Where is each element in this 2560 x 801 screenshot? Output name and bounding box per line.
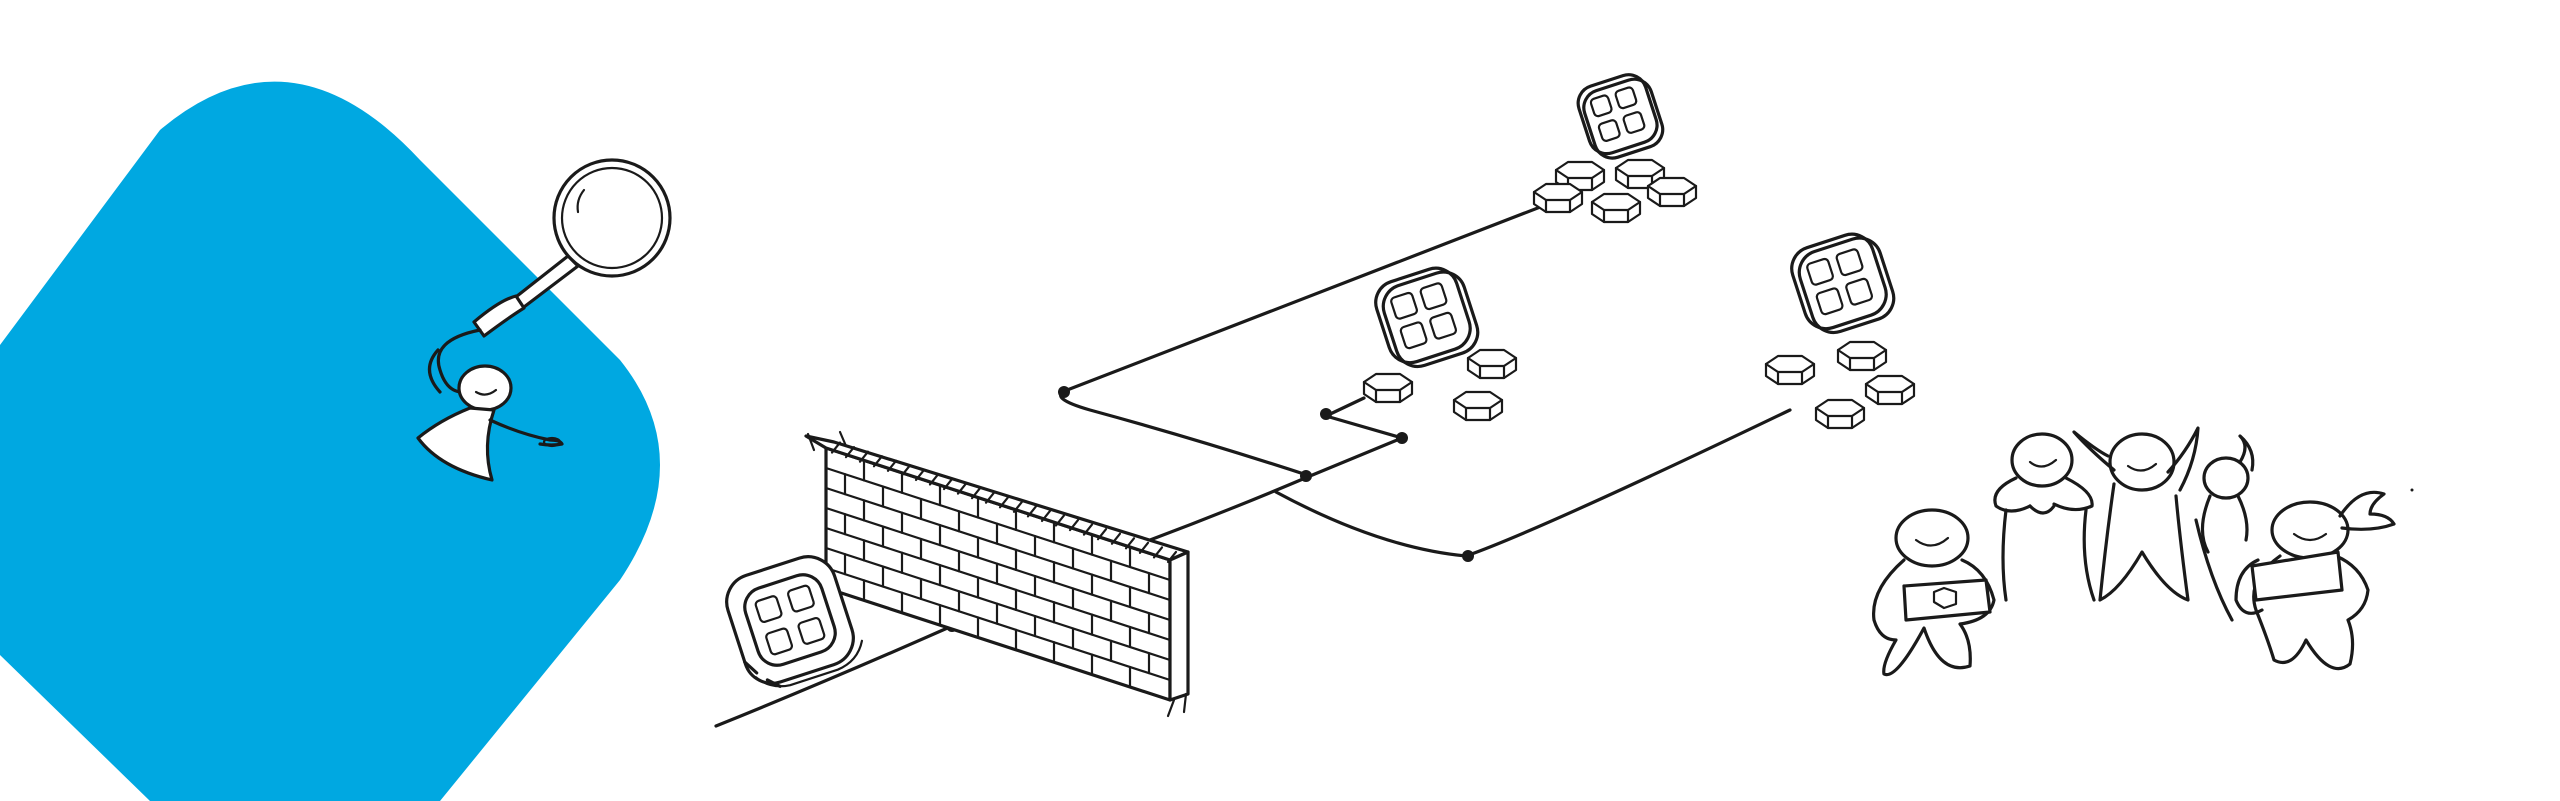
wall-cap-hatch	[970, 487, 982, 500]
wall-cap-hatch	[998, 496, 1010, 509]
wall-cap-hatch	[956, 482, 968, 495]
pod-icon	[1362, 372, 1414, 404]
wall-cap-hatch	[844, 446, 856, 459]
wall-cap-hatch	[1152, 546, 1164, 559]
pod-icon	[1836, 340, 1888, 372]
magnifying-glass-person-icon	[416, 158, 672, 482]
wall-cap-hatch	[1096, 528, 1108, 541]
pod-icon	[1532, 182, 1584, 214]
wall-cap-hatch	[830, 441, 842, 454]
wall-cap-hatch	[900, 464, 912, 477]
container-cluster-icon	[1764, 232, 1916, 430]
developer-team-icon	[1871, 426, 2414, 677]
container-icon	[725, 555, 864, 688]
wall-cap-hatch	[1082, 523, 1094, 536]
wall-cap-hatch	[984, 491, 996, 504]
blue-diamond-shape	[0, 81, 660, 801]
pod-icon	[1814, 398, 1866, 430]
wall-cap-hatch	[1026, 505, 1038, 518]
pod-icon	[1864, 374, 1916, 406]
wall-cap-hatch	[914, 468, 926, 482]
wall-cap-hatch	[1040, 509, 1052, 523]
wall-cap-hatch	[942, 477, 954, 491]
wall-cap-hatch	[1138, 541, 1150, 554]
wall-cap-hatch	[1054, 514, 1066, 527]
brick-wall-icon	[804, 430, 1190, 718]
pod-icon	[1764, 354, 1816, 386]
wall-cap-hatch	[1166, 550, 1178, 564]
pod-icon	[1590, 192, 1642, 224]
wall-cap-hatch	[858, 450, 870, 463]
wall-cap-hatch	[886, 459, 898, 472]
wall-cap-hatch	[1110, 532, 1122, 545]
wall-cap-hatch	[928, 473, 940, 486]
container-cluster-icon	[1362, 266, 1518, 422]
wall-cap-hatch	[1068, 518, 1080, 532]
wall-cap-hatch	[872, 455, 884, 468]
pod-icon	[1452, 390, 1504, 422]
wall-cap-hatch	[1124, 537, 1136, 550]
container-cluster-icon	[1532, 73, 1698, 224]
wall-cap-hatch	[1012, 500, 1024, 513]
pod-icon	[1646, 176, 1698, 208]
pod-icon	[1466, 348, 1518, 380]
network-connections	[714, 202, 1792, 728]
